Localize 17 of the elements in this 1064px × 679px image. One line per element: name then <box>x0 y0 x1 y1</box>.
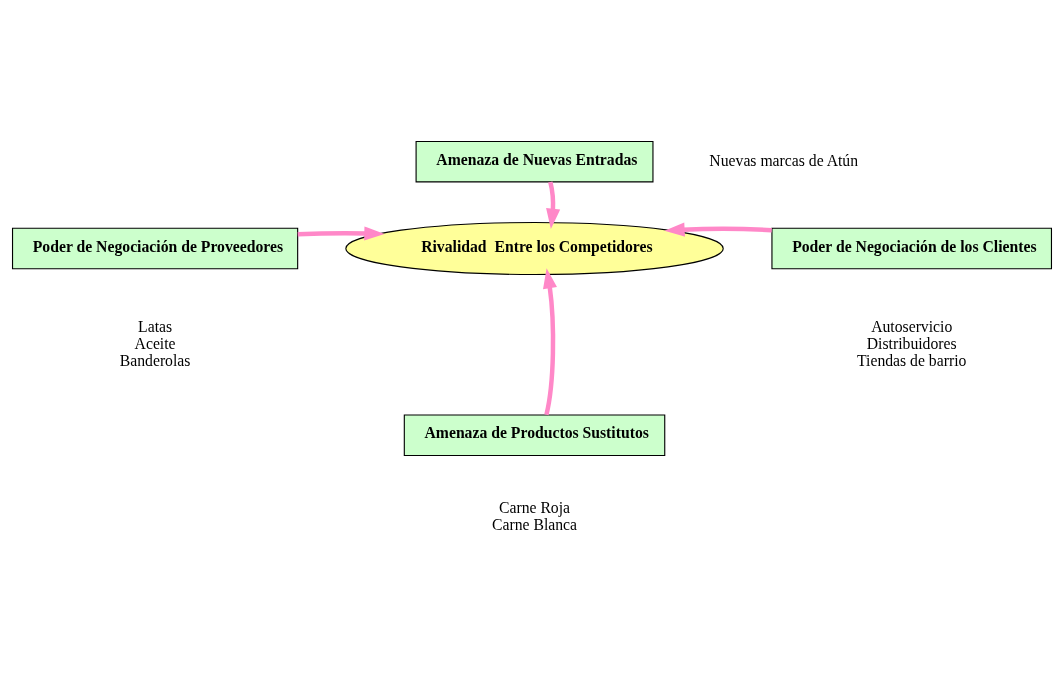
node-label: Carne Blanca <box>492 515 578 533</box>
node-label: Distribuidores <box>866 334 957 352</box>
node-label: Tiendas de barrio <box>857 351 967 369</box>
node-box: Poder de Negociación de Proveedores <box>11 227 299 269</box>
node-box: Amenaza de Productos Sustitutos <box>403 413 666 456</box>
arrow <box>664 222 772 237</box>
node-label: Nuevas marcas de Atún <box>709 151 859 169</box>
node-box: Amenaza de Nuevas Entradas <box>415 140 654 182</box>
node-label: Latas <box>138 317 173 335</box>
node-label: Carne Roja <box>498 498 571 516</box>
arrow <box>546 181 561 229</box>
node-label: Aceite <box>134 334 176 352</box>
node-box: Poder de Negociación de los Clientes <box>771 227 1053 269</box>
arrow <box>297 225 385 241</box>
node-label: Banderolas <box>119 351 191 369</box>
arrow <box>543 267 557 415</box>
node-label: Autoservicio <box>871 317 953 335</box>
